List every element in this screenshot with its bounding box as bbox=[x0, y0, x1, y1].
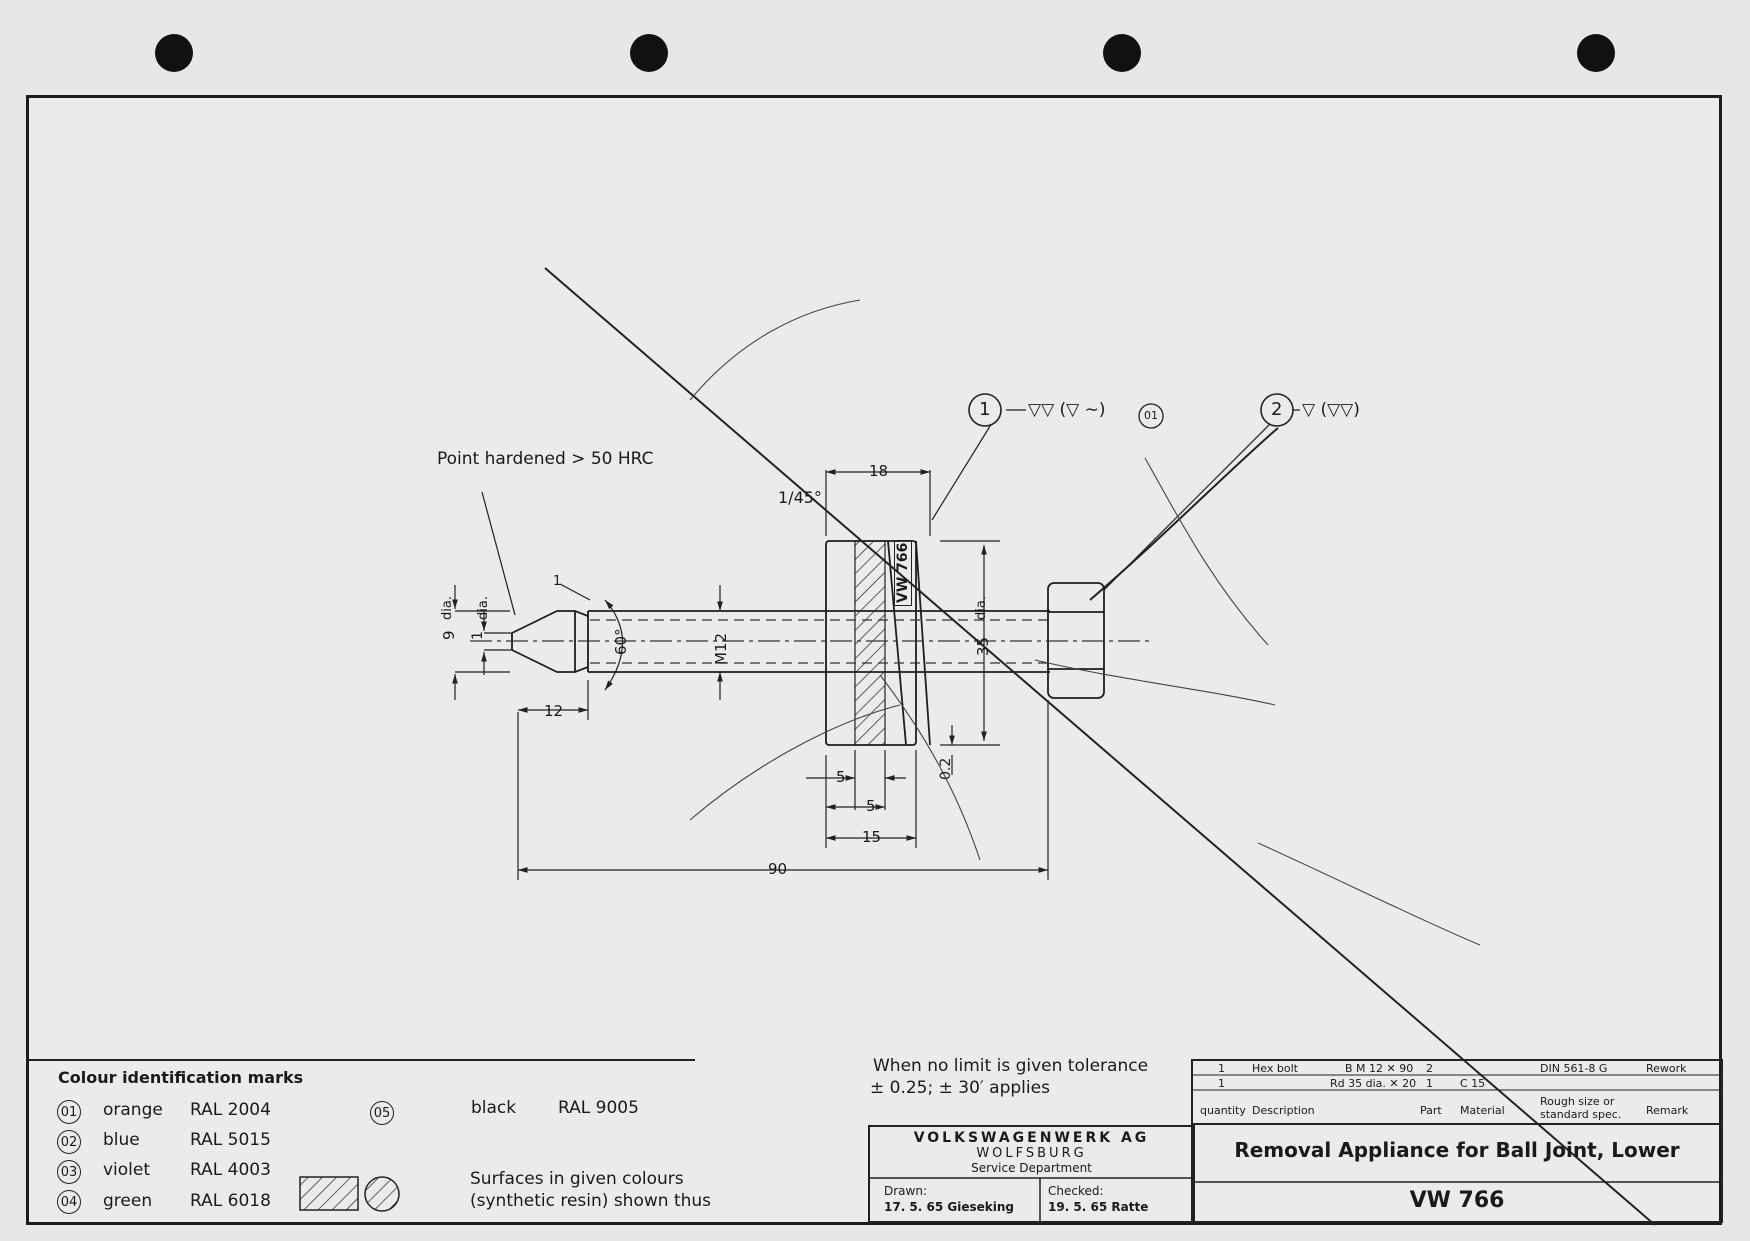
mark-05: 05 bbox=[370, 1101, 394, 1125]
callout-1: 1 bbox=[979, 399, 991, 420]
row1-qty: 1 bbox=[1218, 1062, 1225, 1075]
row1-part: 2 bbox=[1426, 1062, 1433, 1075]
header-material: Material bbox=[1460, 1104, 1505, 1117]
dim-1-dia: dia. bbox=[476, 596, 491, 620]
header-desc: Description bbox=[1252, 1104, 1315, 1117]
mark-02: 02 bbox=[57, 1130, 81, 1154]
legend-ral-04: RAL 6018 bbox=[190, 1191, 271, 1211]
dim-35: 35 bbox=[974, 636, 992, 656]
mark-01: 01 bbox=[57, 1100, 81, 1124]
dim-1: 1 bbox=[470, 631, 486, 640]
drawn-value: 17. 5. 65 Gieseking bbox=[884, 1200, 1015, 1214]
company-dept: Service Department bbox=[971, 1161, 1092, 1175]
dim-9: 9 bbox=[440, 630, 458, 640]
row1-desc: Hex bolt bbox=[1252, 1062, 1298, 1075]
legend-color-05: black bbox=[471, 1098, 517, 1118]
surfaces-note-2: (synthetic resin) shown thus bbox=[470, 1191, 712, 1211]
row2-material: C 15 bbox=[1460, 1077, 1486, 1090]
legend-color-03: violet bbox=[103, 1160, 151, 1180]
dim-60deg: 60° bbox=[612, 628, 630, 655]
legend-ral-02: RAL 5015 bbox=[190, 1130, 271, 1150]
legend-color-02: blue bbox=[103, 1130, 140, 1150]
tolerance-note-1: When no limit is given tolerance bbox=[873, 1056, 1149, 1076]
legend-color-01: orange bbox=[103, 1100, 163, 1120]
dim-18: 18 bbox=[869, 462, 889, 480]
hatched-section bbox=[854, 540, 886, 746]
callout-2-surface: ▽ (▽▽) bbox=[1302, 400, 1360, 420]
dim-m12: M12 bbox=[712, 632, 730, 665]
checked-value: 19. 5. 65 Ratte bbox=[1048, 1200, 1149, 1214]
drawing-number: VW 766 bbox=[1409, 1188, 1505, 1213]
dim-12: 12 bbox=[544, 702, 564, 720]
row1-remark: Rework bbox=[1646, 1062, 1687, 1075]
drawing-title: Removal Appliance for Ball Joint, Lower bbox=[1234, 1138, 1680, 1162]
checked-label: Checked: bbox=[1048, 1184, 1104, 1198]
header-qty: quantity bbox=[1200, 1104, 1246, 1117]
dim-90: 90 bbox=[768, 860, 788, 878]
company-city: WOLFSBURG bbox=[976, 1146, 1087, 1161]
header-part: Part bbox=[1420, 1104, 1442, 1117]
mark-04: 04 bbox=[57, 1190, 81, 1214]
callout-1-surface: ▽▽ (▽ ∼) bbox=[1028, 400, 1106, 420]
header-std-2: standard spec. bbox=[1540, 1108, 1622, 1121]
callout-1-mark: 01 bbox=[1144, 409, 1158, 422]
legend-ral-03: RAL 4003 bbox=[190, 1160, 271, 1180]
row1-spec: B M 12 ✕ 90 bbox=[1345, 1062, 1414, 1075]
drawn-label: Drawn: bbox=[884, 1184, 927, 1198]
dim-5b: 5 bbox=[866, 797, 876, 815]
dim-35-dia: dia. bbox=[974, 596, 989, 620]
row2-part: 1 bbox=[1426, 1077, 1433, 1090]
dim-9-dia: dia. bbox=[440, 596, 455, 620]
part-outline bbox=[511, 540, 1105, 746]
dim-15: 15 bbox=[862, 828, 882, 846]
legend-title: Colour identification marks bbox=[58, 1068, 304, 1087]
dim-1-chamfer: 1 bbox=[553, 574, 562, 589]
punch-hole bbox=[1103, 34, 1141, 72]
header-remark: Remark bbox=[1646, 1104, 1689, 1117]
punch-hole bbox=[1577, 34, 1615, 72]
dim-0-2: 0.2 bbox=[938, 757, 954, 780]
dim-5a: 5 bbox=[836, 768, 846, 786]
company-name: VOLKSWAGENWERK AG bbox=[913, 1130, 1150, 1146]
legend-color-04: green bbox=[103, 1191, 153, 1211]
punch-hole bbox=[155, 34, 193, 72]
note-point-hardened: Point hardened > 50 HRC bbox=[437, 449, 654, 469]
mark-03: 03 bbox=[57, 1160, 81, 1184]
legend-ral-01: RAL 2004 bbox=[190, 1100, 271, 1120]
header-std-1: Rough size or bbox=[1540, 1095, 1615, 1108]
legend-ral-05: RAL 9005 bbox=[558, 1098, 639, 1118]
stamp-vw766: VW 766 bbox=[894, 539, 912, 606]
callout-2: 2 bbox=[1271, 399, 1283, 420]
row2-spec: Rd 35 dia. ✕ 20 bbox=[1330, 1077, 1417, 1090]
punch-hole bbox=[630, 34, 668, 72]
tolerance-note-2: ± 0.25; ± 30′ applies bbox=[870, 1078, 1050, 1098]
dim-chamfer: 1/45° bbox=[778, 488, 822, 507]
surfaces-note-1: Surfaces in given colours bbox=[470, 1169, 684, 1189]
row1-std: DIN 561-8 G bbox=[1540, 1062, 1608, 1075]
row2-qty: 1 bbox=[1218, 1077, 1225, 1090]
